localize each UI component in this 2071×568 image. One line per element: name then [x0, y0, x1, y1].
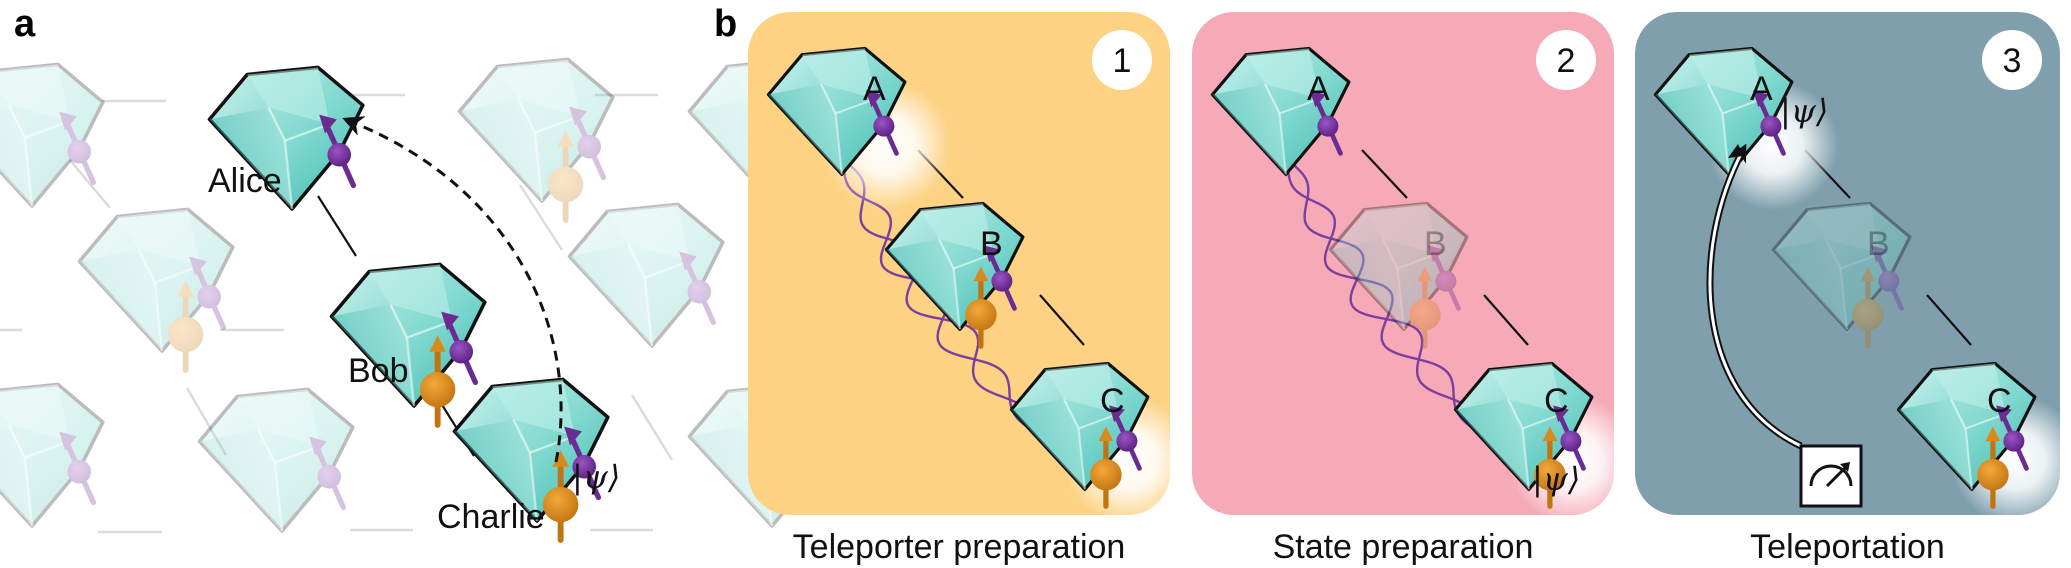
lattice-node	[0, 382, 105, 528]
panel-b: b 1A B C Teleporter preparation 2A B C |ψ⟩ State…	[714, 3, 2071, 566]
bond-b-c	[1039, 294, 1085, 346]
steps: 1A B C Teleporter preparation 2A B C |ψ⟩ State p…	[748, 12, 2071, 566]
step-caption: Teleportation	[1750, 528, 1945, 566]
diamond-icon	[77, 207, 235, 353]
node-c	[1009, 361, 1195, 526]
step-panel-2: 2A B C |ψ⟩ State preparation	[1192, 12, 1639, 566]
bond-a-b	[1361, 149, 1408, 199]
node-label-a: A	[1307, 70, 1330, 108]
node-label-alice: Alice	[208, 162, 282, 200]
lattice-bond	[518, 184, 564, 251]
entanglement-wave	[842, 157, 1050, 441]
node-c	[1896, 361, 2071, 526]
lattice-node	[197, 387, 355, 533]
bond-b-c	[1926, 294, 1972, 346]
lattice-node	[567, 202, 725, 348]
node-label-a: A	[863, 70, 886, 108]
state-label-psi: |ψ⟩	[1532, 460, 1580, 498]
step-number: 2	[1557, 42, 1576, 80]
step-number-badge	[1982, 30, 2042, 90]
node-label-b: B	[1424, 225, 1447, 263]
step-number-badge	[1092, 30, 1152, 90]
diamond-icon	[197, 387, 355, 533]
lattice-bond	[630, 394, 674, 461]
arrowhead-icon	[1728, 144, 1744, 158]
node-a	[1653, 46, 1839, 211]
node-label-c: C	[1100, 382, 1125, 420]
diamond-icon	[0, 62, 105, 208]
step-number-badge	[1536, 30, 1596, 90]
node-label-bob: Bob	[348, 352, 409, 390]
entanglement-wave	[1286, 157, 1494, 441]
step-panel-1: 1A B C Teleporter preparation	[748, 12, 1195, 566]
lattice-node	[0, 62, 105, 208]
node-label-a: A	[1750, 70, 1773, 108]
panel-letter-b: b	[714, 3, 737, 45]
diamond-icon	[457, 57, 615, 203]
step-number: 1	[1113, 42, 1132, 80]
state-label-psi: |ψ⟩	[572, 458, 620, 496]
node-bob	[329, 262, 487, 424]
panel-letter-a: a	[14, 3, 36, 45]
node-label-b: B	[980, 225, 1003, 263]
node-label-c: C	[1544, 382, 1569, 420]
node-label-b: B	[1867, 225, 1890, 263]
lattice-node	[77, 207, 235, 369]
diamond-icon	[0, 382, 105, 528]
node-label-c: C	[1987, 382, 2012, 420]
step-number: 3	[2003, 42, 2022, 80]
step-caption: State preparation	[1273, 528, 1534, 566]
bond-b-c	[1483, 294, 1529, 346]
panel-a: a Alice Bob Charlie |ψ⟩	[0, 3, 845, 540]
classical-channel-arrow	[1708, 143, 1802, 448]
meter-icon	[1799, 444, 1863, 508]
bond-alice-bob	[317, 195, 357, 257]
lattice-bond	[69, 159, 111, 209]
node-label-charlie: Charlie	[437, 498, 545, 536]
node-a	[766, 46, 952, 211]
diamond-icon	[567, 202, 725, 348]
step-caption: Teleporter preparation	[793, 528, 1126, 566]
state-label-psi: |ψ⟩	[1780, 92, 1828, 130]
step-panel-3: 3A B C |ψ⟩ Teleportation	[1635, 12, 2071, 566]
teleport-dashed-arrow	[342, 116, 563, 463]
lattice-node	[457, 57, 615, 219]
node-c	[1453, 361, 1639, 526]
